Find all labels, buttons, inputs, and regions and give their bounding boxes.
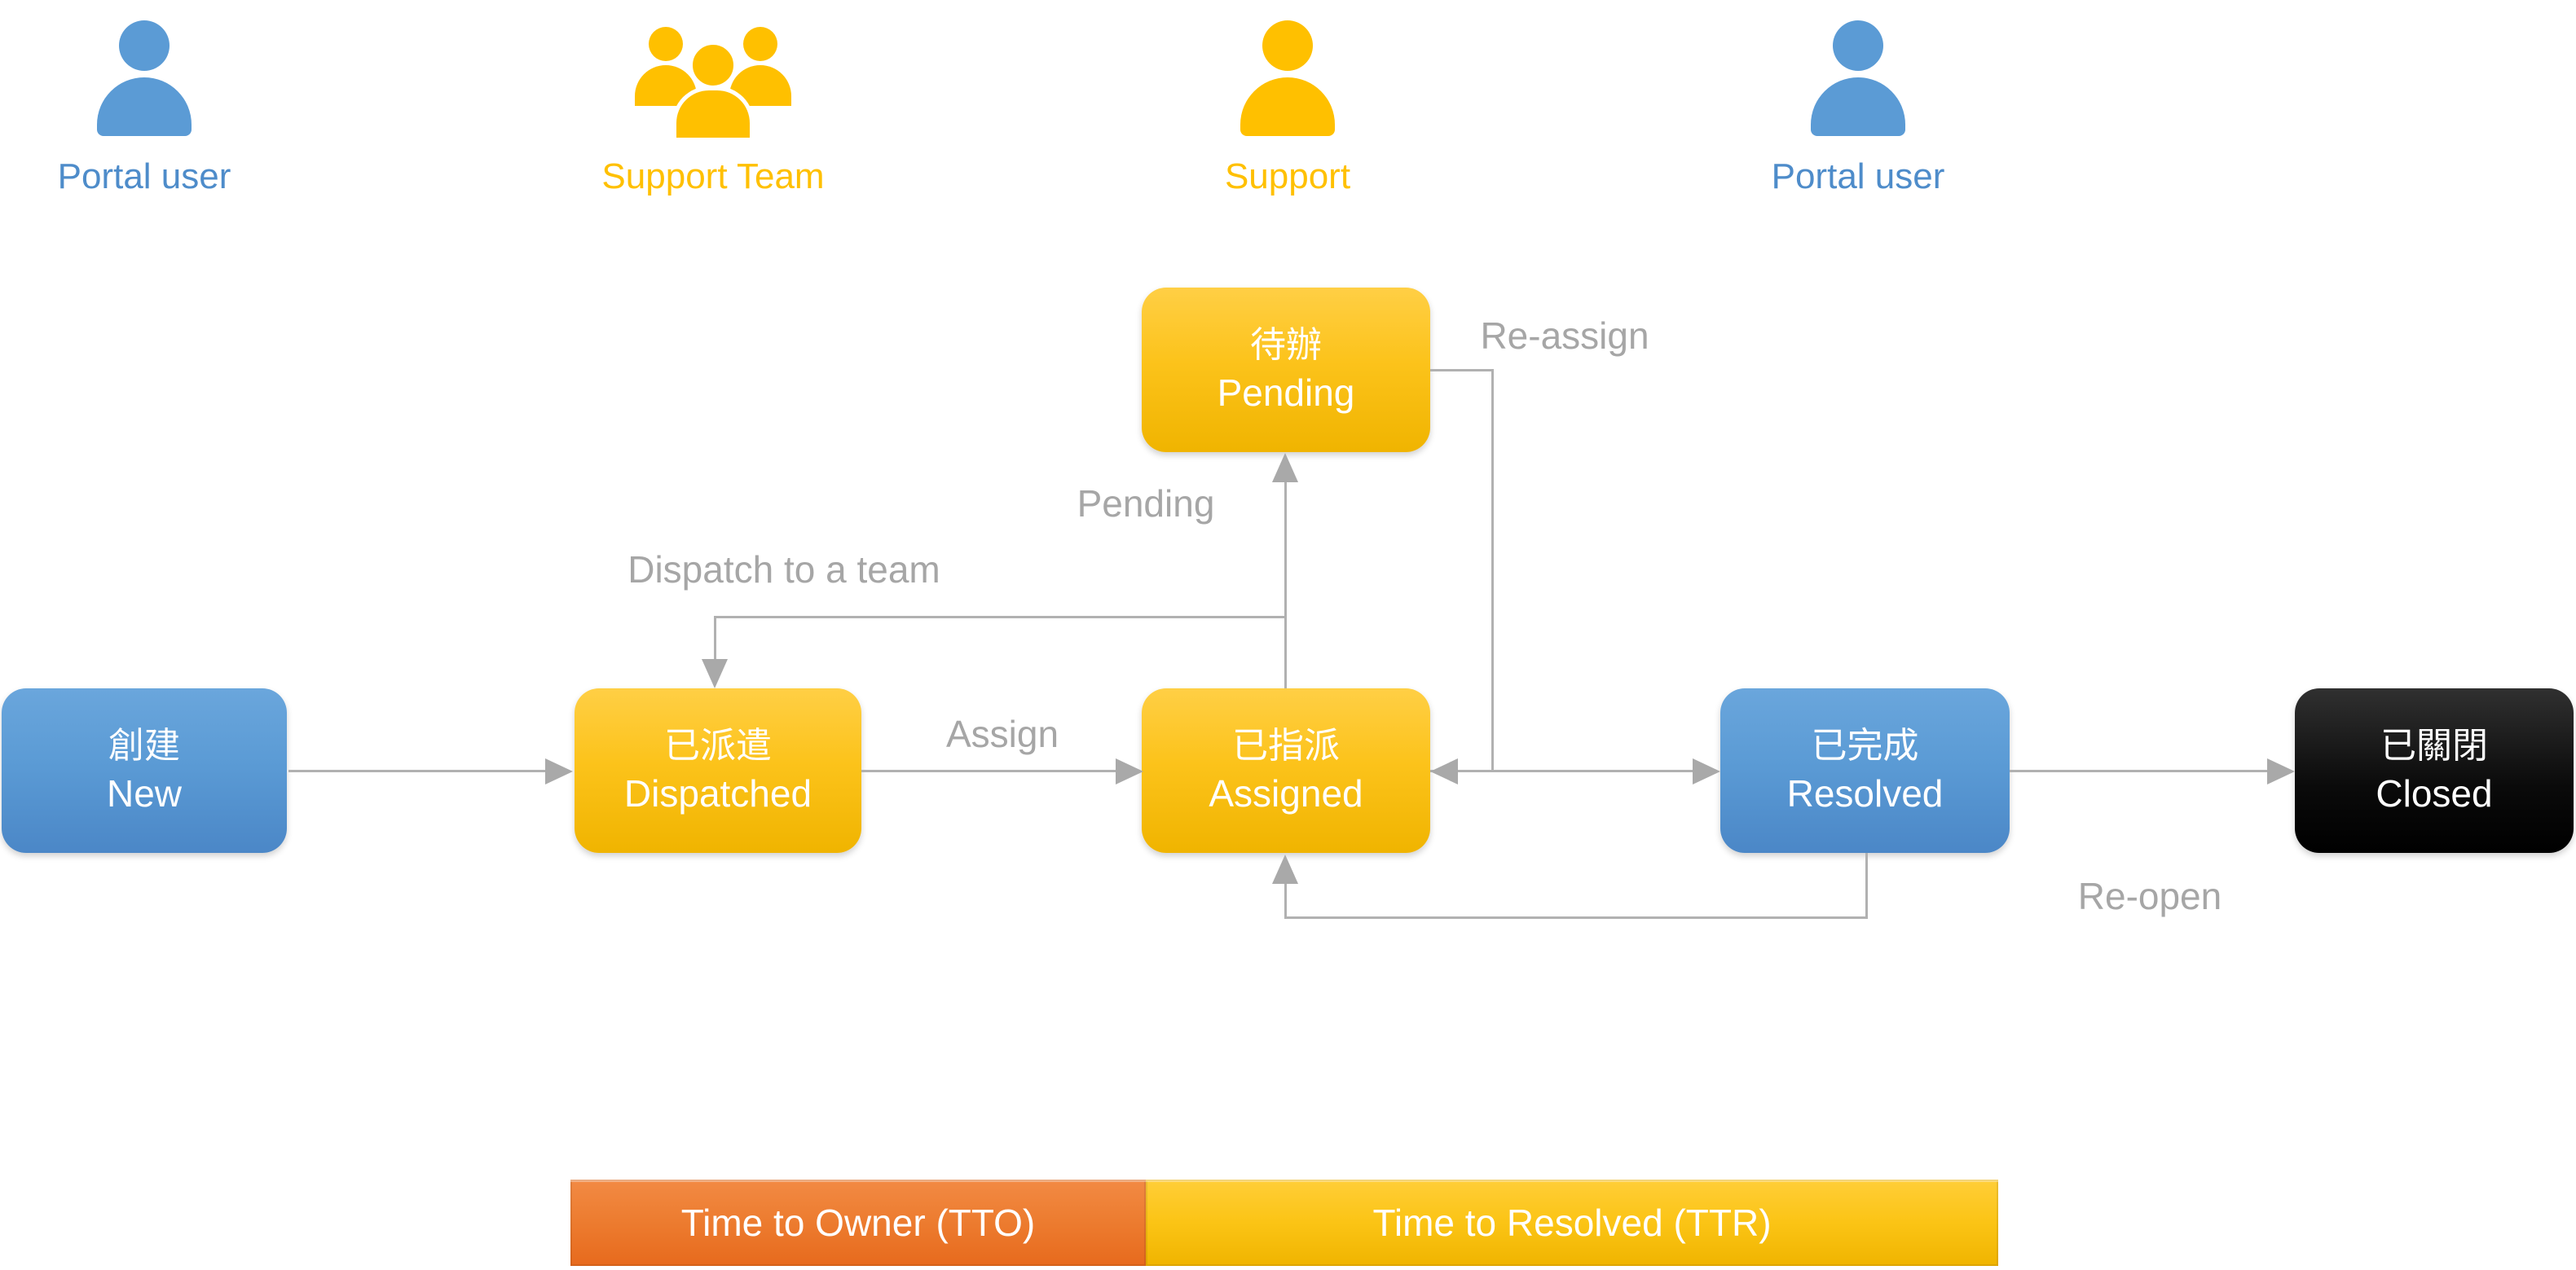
arrowhead-assigned-resolved xyxy=(1693,758,1720,784)
edge-dispatch-to-team-hline xyxy=(715,616,1285,618)
edge-resolved-assigned-vline-left xyxy=(1284,884,1287,919)
edge-label-pending: Pending xyxy=(1077,482,1215,525)
timeline-tto-segment: Time to Owner (TTO) xyxy=(570,1180,1146,1266)
edge-dispatched-assigned-line xyxy=(861,770,1116,772)
state-dispatched: 已派遣 Dispatched xyxy=(575,688,861,853)
person-icon xyxy=(1833,20,1883,71)
arrowhead-dispatched-assigned xyxy=(1116,758,1143,784)
arrowhead-new-dispatched xyxy=(545,758,573,784)
edge-reassign-hline xyxy=(1430,369,1494,371)
state-new-en: New xyxy=(106,771,183,815)
state-closed: 已關閉 Closed xyxy=(2295,688,2574,853)
state-assigned: 已指派 Assigned xyxy=(1142,688,1430,853)
state-new-zh: 創建 xyxy=(108,726,180,767)
arrowhead-assigned-pending xyxy=(1272,453,1298,482)
state-assigned-zh: 已指派 xyxy=(1232,726,1340,767)
state-new: 創建 New xyxy=(2,688,287,853)
edge-assigned-resolved-line xyxy=(1430,770,1693,772)
arrowhead-reassign-into-assigned xyxy=(1430,758,1458,784)
state-assigned-en: Assigned xyxy=(1209,771,1363,815)
edge-resolved-assigned-vline-right xyxy=(1865,853,1868,919)
timeline-tto-label: Time to Owner (TTO) xyxy=(680,1202,1036,1244)
state-pending: 待辦 Pending xyxy=(1142,288,1430,452)
state-closed-zh: 已關閉 xyxy=(2380,726,2488,767)
edge-dispatch-to-team-vline xyxy=(714,616,716,661)
people-group-icon xyxy=(649,27,683,61)
actor-label-support: Support xyxy=(1224,156,1351,196)
edge-label-dispatch-to-team: Dispatch to a team xyxy=(627,548,940,591)
arrowhead-resolved-closed xyxy=(2267,758,2295,784)
state-resolved: 已完成 Resolved xyxy=(1720,688,2010,853)
people-group-icon xyxy=(689,41,738,90)
people-group-icon xyxy=(672,86,754,138)
actor-label-portal-user-right: Portal user xyxy=(1771,156,1945,196)
state-dispatched-zh: 已派遣 xyxy=(664,726,772,767)
edge-reassign-vline xyxy=(1491,369,1494,771)
state-pending-en: Pending xyxy=(1217,371,1355,414)
edge-new-dispatched-line xyxy=(288,770,545,772)
arrowhead-dispatch-to-team xyxy=(702,659,728,688)
person-icon xyxy=(1240,77,1335,136)
person-icon xyxy=(119,20,170,71)
person-icon xyxy=(1262,20,1313,71)
state-resolved-zh: 已完成 xyxy=(1811,726,1919,767)
timeline-ttr-segment: Time to Resolved (TTR) xyxy=(1146,1180,1998,1266)
actor-label-portal-user-left: Portal user xyxy=(57,156,231,196)
edge-label-assign: Assign xyxy=(945,713,1059,755)
timeline-ttr-label: Time to Resolved (TTR) xyxy=(1372,1202,1772,1244)
person-icon xyxy=(1811,77,1905,136)
state-pending-zh: 待辦 xyxy=(1250,325,1322,366)
arrowhead-resolved-assigned xyxy=(1272,855,1298,884)
edge-resolved-assigned-hline xyxy=(1284,916,1868,919)
actor-label-support-team: Support Team xyxy=(601,156,825,196)
person-icon xyxy=(97,77,192,136)
edge-resolved-closed-line xyxy=(2010,770,2267,772)
edge-assigned-pending-line xyxy=(1284,481,1287,688)
state-dispatched-en: Dispatched xyxy=(623,771,812,815)
edge-label-reassign: Re-assign xyxy=(1480,314,1649,357)
state-resolved-en: Resolved xyxy=(1786,771,1944,815)
edge-label-reopen: Re-open xyxy=(2077,875,2222,917)
state-closed-en: Closed xyxy=(2376,771,2493,815)
people-group-icon xyxy=(743,27,777,61)
